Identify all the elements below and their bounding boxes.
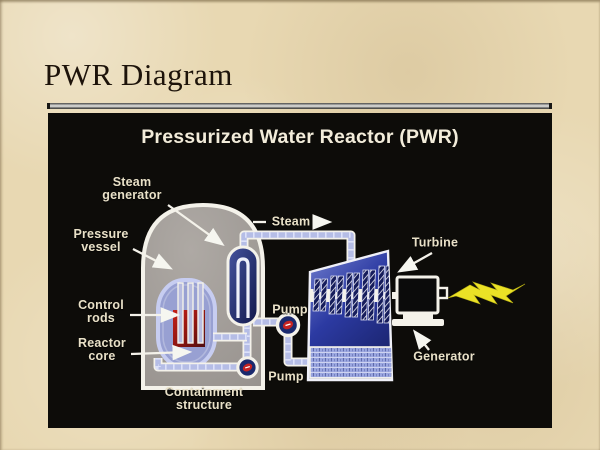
label-steam-generator: Steam generator (102, 174, 162, 202)
label-control-rods: Control rods (78, 297, 124, 325)
primary-coolant-pipe (153, 324, 252, 372)
feedwater-pipe (253, 317, 312, 367)
turbine-blades (312, 265, 392, 324)
turbine-shape (306, 249, 394, 382)
condenser-water (309, 346, 392, 379)
label-turbine: Turbine (411, 235, 459, 250)
label-pressure-vessel: Pressure vessel (73, 226, 129, 254)
steam-generator-shape (226, 245, 260, 327)
drive-shaft (310, 289, 392, 302)
label-pump-primary: Pump (268, 369, 304, 384)
label-reactor-core: Reactor core (78, 335, 126, 363)
pump-icon (275, 312, 301, 338)
lightning-bolt-icon (447, 281, 526, 305)
label-arrows (130, 204, 433, 361)
generator-shape (392, 275, 449, 326)
page-title: PWR Diagram (44, 57, 233, 92)
label-pump-secondary: Pump (272, 302, 308, 317)
label-generator: Generator (413, 349, 475, 364)
pwr-diagram-panel: Pressurized Water Reactor (PWR) Steam ge… (48, 113, 552, 428)
label-steam-flow: Steam (271, 214, 311, 229)
divider-rule (47, 103, 552, 109)
pump-icon (236, 356, 259, 379)
label-containment-structure: Containment structure (164, 384, 244, 412)
control-rods-shape (177, 282, 204, 344)
pwr-diagram-art (130, 202, 526, 390)
steam-pipe (239, 230, 356, 264)
diagram-title: Pressurized Water Reactor (PWR) (141, 126, 459, 148)
